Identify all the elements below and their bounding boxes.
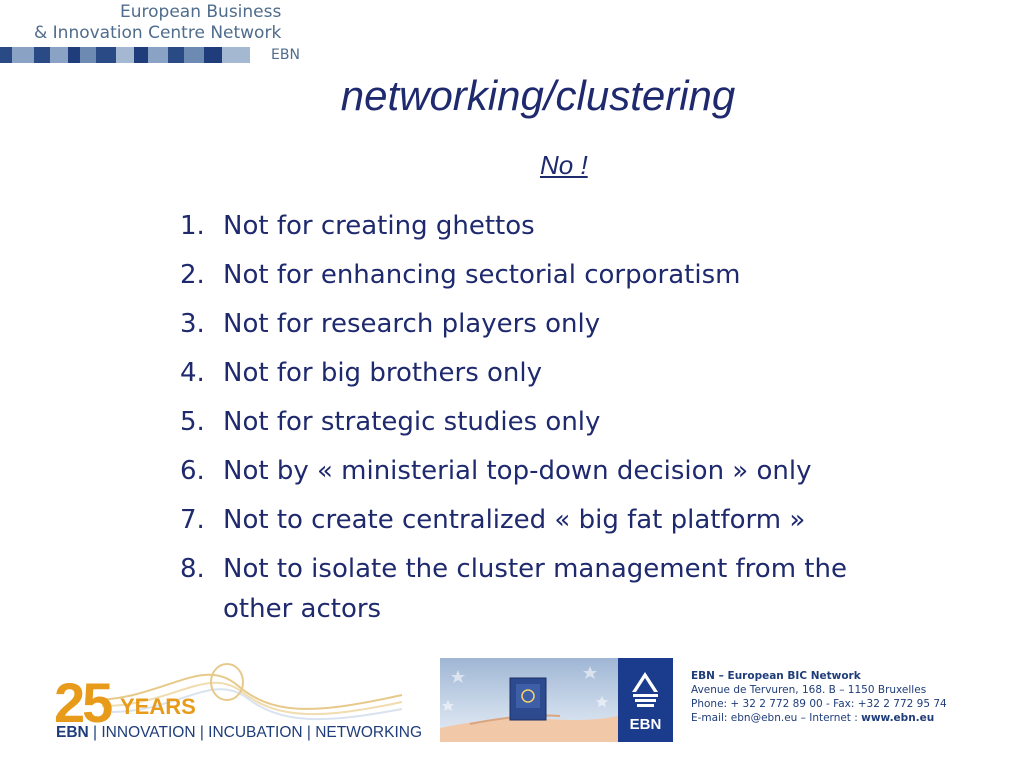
website-link[interactable]: www.ebn.eu — [861, 712, 935, 724]
list-item: 2. Not for enhancing sectorial corporatis… — [180, 255, 900, 295]
contact-name: EBN – European BIC Network — [691, 670, 861, 682]
list-text: Not for research players only — [223, 309, 601, 339]
list-text: Not for strategic studies only — [223, 407, 601, 437]
logo-bar-segment — [168, 47, 184, 63]
logo-bar-segment — [96, 47, 116, 63]
org-abbreviation: EBN — [271, 47, 300, 63]
logo-bar-segment — [134, 47, 148, 63]
tagline: EBN | INNOVATION | INCUBATION | NETWORKI… — [56, 724, 422, 742]
list-number: 6. — [180, 456, 205, 486]
logo-bar-segment — [12, 47, 34, 63]
slide-title: networking/clustering — [340, 72, 736, 119]
logo-bar-segment — [68, 47, 80, 63]
list-item: 8. Not to isolate the cluster management … — [180, 549, 900, 629]
tagline-ebn: EBN — [56, 724, 89, 741]
logo-bar-segment — [184, 47, 204, 63]
logo-bar-segment — [80, 47, 96, 63]
list-item: 7. Not to create centralized « big fat pl… — [180, 500, 900, 540]
list-number: 8. — [180, 554, 205, 584]
list-item: 6. Not by « ministerial top-down decision… — [180, 451, 900, 491]
list-text: Not for big brothers only — [223, 358, 543, 388]
list-number: 3. — [180, 309, 205, 339]
contact-phone: Phone: + 32 2 772 89 00 - Fax: +32 2 772… — [691, 698, 947, 710]
ribbon-swirl-icon — [91, 663, 403, 721]
years-number: 25 — [54, 671, 113, 734]
ebn-box-label: EBN — [629, 716, 662, 733]
logo-bar-segment — [204, 47, 222, 63]
list-number: 5. — [180, 407, 205, 437]
list-text: Not for enhancing sectorial corporatism — [223, 260, 741, 290]
org-name-line2: & Innovation Centre Network — [34, 23, 282, 43]
numbered-list: 1. Not for creating ghettos 2. Not for enh… — [180, 206, 900, 638]
org-name-line1: European Business — [120, 2, 282, 22]
list-number: 2. — [180, 260, 205, 290]
list-item: 1. Not for creating ghettos — [180, 206, 900, 246]
contact-email-line: E-mail: ebn@ebn.eu – Internet : www.ebn.… — [691, 711, 947, 725]
logo-bar-segment — [116, 47, 134, 63]
list-item: 4. Not for big brothers only — [180, 353, 900, 393]
contact-address: Avenue de Tervuren, 168. B – 1150 Bruxel… — [691, 684, 927, 696]
ebn-building-icon — [632, 672, 658, 707]
hand-holding-chip-image — [440, 658, 618, 742]
list-item: 3. Not for research players only — [180, 304, 900, 344]
logo-bar-segment — [34, 47, 50, 63]
list-item: 5. Not for strategic studies only — [180, 402, 900, 442]
list-text: Not by « ministerial top-down decision »… — [223, 456, 812, 486]
list-number: 1. — [180, 211, 205, 241]
logo-color-bar — [0, 47, 250, 63]
list-text: Not to isolate the cluster management fr… — [223, 554, 847, 624]
list-number: 4. — [180, 358, 205, 388]
logo-bar-segment — [50, 47, 68, 63]
list-text: Not for creating ghettos — [223, 211, 535, 241]
logo-bar-segment — [222, 47, 250, 63]
list-text: Not to create centralized « big fat plat… — [223, 505, 806, 535]
contact-email: E-mail: ebn@ebn.eu – Internet : — [691, 712, 862, 724]
contact-block: EBN – European BIC Network Avenue de Ter… — [691, 669, 947, 725]
25-years-logo: 25 YEARS EBN | INNOVATION | INCUBATION |… — [52, 660, 422, 748]
slide-subtitle: No ! — [540, 150, 588, 180]
ebn-header-logo: European Business & Innovation Centre Ne… — [0, 0, 310, 70]
list-number: 7. — [180, 505, 205, 535]
tagline-rest: | INNOVATION | INCUBATION | NETWORKING — [88, 724, 423, 741]
hand-chip-icon — [440, 666, 618, 742]
logo-bar-segment — [148, 47, 168, 63]
ebn-box-logo: EBN — [618, 658, 673, 742]
years-word: YEARS — [120, 694, 196, 719]
logo-bar-segment — [0, 47, 12, 63]
